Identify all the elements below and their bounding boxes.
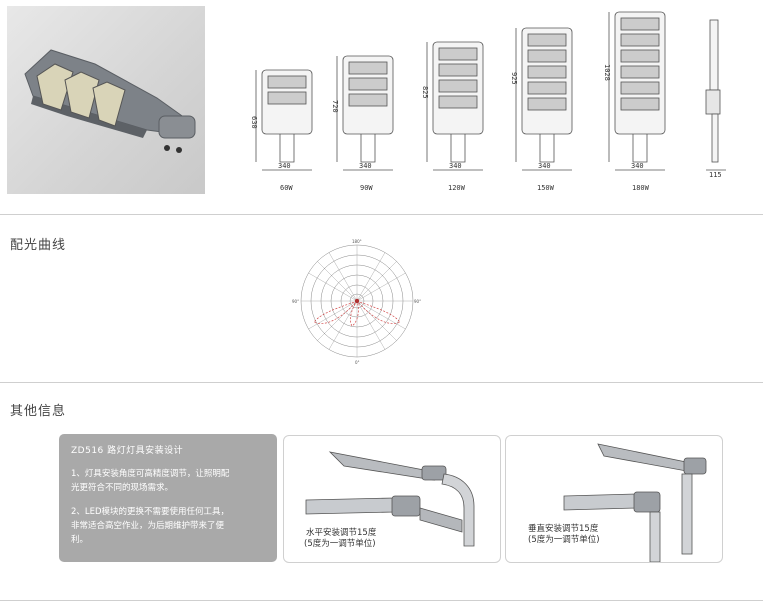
divider-3 <box>0 600 763 601</box>
watt-label-180w: 180W <box>632 184 649 192</box>
horizontal-install-card: 水平安装调节15度 (5度为一调节单位) <box>283 435 501 563</box>
polar-label-top: 180° <box>352 239 362 244</box>
width-label-150w: 340 <box>538 162 551 170</box>
horizontal-install-illustration <box>305 451 475 547</box>
polar-label-bottom: 0° <box>355 360 360 365</box>
height-label-180w: 1028 <box>603 64 611 81</box>
side-width-label: 115 <box>709 171 722 179</box>
width-label-120w: 340 <box>449 162 462 170</box>
height-label-150w: 925 <box>510 72 518 85</box>
width-label-90w: 340 <box>359 162 372 170</box>
divider-2 <box>0 382 763 383</box>
dimension-drawings: 630 720 825 925 1028 340 340 340 340 340… <box>250 11 726 179</box>
polar-label-left: 90° <box>292 299 299 304</box>
info-line-1b: 光更符合不同的现场需求。 <box>71 483 174 493</box>
watt-label-150w: 150W <box>537 184 554 192</box>
vertical-install-illustration <box>563 443 707 563</box>
info-line-1a: 1、灯具安装角度可高精度调节，让照明配 <box>71 469 230 479</box>
info-title: ZD516 路灯灯具安装设计 <box>71 446 184 456</box>
drawing-120w <box>426 41 484 171</box>
height-label-60w: 630 <box>250 116 258 129</box>
vertical-caption-line2: (5度为一调节单位) <box>528 535 600 545</box>
drawing-60w <box>255 69 313 171</box>
section-title-other-info: 其他信息 <box>10 404 67 419</box>
horizontal-caption-line2: (5度为一调节单位) <box>304 539 376 549</box>
section-title-light-distribution: 配光曲线 <box>10 238 67 253</box>
drawing-side-view <box>705 19 726 171</box>
divider-1 <box>0 214 763 215</box>
vertical-caption-line1: 垂直安装调节15度 <box>528 524 599 534</box>
drawing-150w <box>515 27 573 171</box>
drawing-180w <box>608 11 666 171</box>
polar-label-right: 90° <box>414 299 421 304</box>
width-label-180w: 340 <box>631 162 644 170</box>
width-label-60w: 340 <box>278 162 291 170</box>
streetlight-photo-illustration <box>24 49 196 153</box>
watt-label-60w: 60W <box>280 184 293 192</box>
installation-info-panel: ZD516 路灯灯具安装设计 1、灯具安装角度可高精度调节，让照明配 光更符合不… <box>59 434 277 562</box>
watt-label-120w: 120W <box>448 184 465 192</box>
light-distribution-polar-chart: 180° 90° 90° 0° <box>292 239 421 365</box>
product-photo <box>7 6 205 194</box>
height-label-120w: 825 <box>421 86 429 99</box>
info-line-2a: 2、LED模块的更换不需要使用任何工具， <box>71 507 230 517</box>
drawing-90w <box>336 55 394 171</box>
info-line-2c: 利。 <box>71 535 89 545</box>
info-line-2b: 非常适合高空作业，为后期维护带来了便 <box>71 521 225 531</box>
height-label-90w: 720 <box>331 100 339 113</box>
horizontal-caption-line1: 水平安装调节15度 <box>306 528 377 538</box>
watt-label-90w: 90W <box>360 184 373 192</box>
vertical-install-card: 垂直安装调节15度 (5度为一调节单位) <box>505 435 723 563</box>
